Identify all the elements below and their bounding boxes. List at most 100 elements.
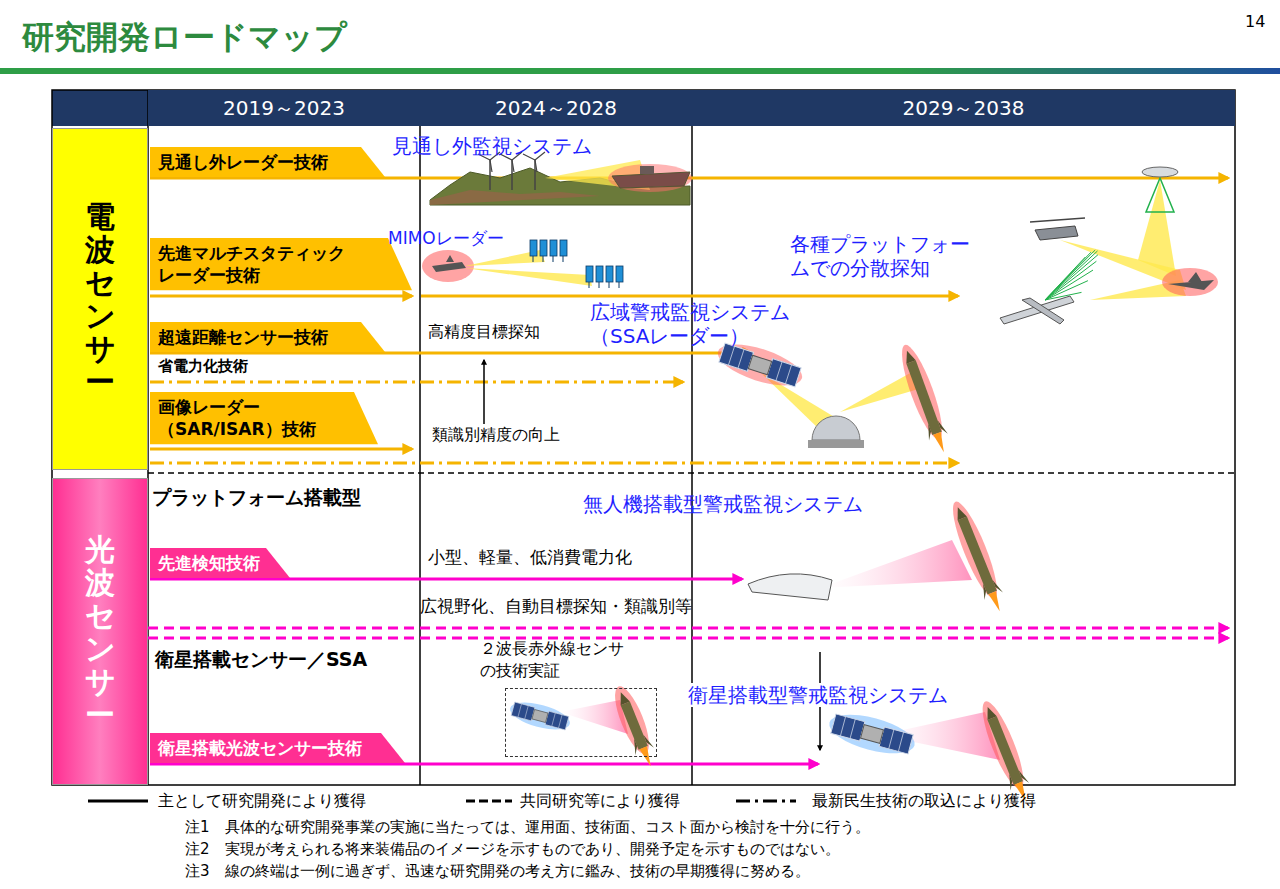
tab-outline (150, 733, 405, 763)
radar-array (586, 266, 593, 282)
period-label: 2019～2023 (223, 95, 345, 122)
drone (1142, 167, 1178, 177)
fighter (1168, 272, 1214, 290)
array-leg (599, 282, 600, 288)
tab-outline (150, 238, 412, 290)
radar-array (540, 240, 547, 256)
legend-text: 共同研究等により獲得 (520, 791, 680, 812)
roadmap-arrow (421, 295, 958, 298)
tab-outline (150, 392, 378, 444)
technology-label: 先進マルチスタティック レーダー技術 (158, 242, 358, 286)
panel-grid (738, 349, 744, 368)
missile (608, 683, 661, 771)
technology-tab: 衛星搭載光波センサー技術 (150, 733, 405, 763)
fan-line (1045, 251, 1097, 300)
legend-line-sample (466, 800, 512, 803)
missile-glow (608, 683, 655, 758)
system-label: 広域警戒監視システム （SSAレーダー） (590, 300, 805, 348)
fan-line (1045, 252, 1091, 300)
missile-flame (640, 746, 655, 768)
annotation: 高精度目標探知 (428, 322, 540, 341)
technology-label: 画像レーダー （SAR/ISAR）技術 (158, 396, 318, 440)
panel-grid (728, 346, 734, 365)
pointer-arrow (483, 360, 485, 424)
technology-label: 先進検知技術 (158, 552, 260, 574)
array-leg (533, 256, 534, 262)
missile (945, 498, 1010, 616)
array-leg (619, 282, 620, 288)
system-label: 無人機搭載型警戒監視システム (583, 492, 863, 516)
sensor-beam (465, 268, 592, 286)
annotation: 類識別精度の向上 (432, 425, 560, 444)
solar-panel (511, 702, 535, 721)
system-label: 見通し外監視システム (392, 134, 592, 158)
legend-text: 主として研究開発により獲得 (158, 791, 366, 812)
satellite-glow (507, 697, 572, 735)
solar-panel (545, 711, 569, 730)
annotation: 広視野化、自動目標探知・類識別等 (420, 596, 692, 616)
table-frame (52, 90, 1235, 785)
roadmap-arrow (148, 627, 1228, 630)
panel-grid (889, 730, 894, 749)
category-band: 光波センサー (52, 478, 148, 785)
separator-line (148, 472, 1235, 474)
uav (1000, 296, 1074, 324)
target-glow (608, 164, 692, 192)
system-label: MIMOレーダー (388, 228, 504, 248)
page-title: 研究開発ロードマップ (22, 16, 347, 60)
array-leg (609, 282, 610, 288)
satellite-body (748, 355, 771, 374)
solar-panel (879, 727, 913, 754)
radar-array (606, 266, 613, 282)
solar-panel (831, 714, 865, 741)
technology-tab: 先進マルチスタティック レーダー技術 (150, 238, 412, 290)
column-line (691, 90, 693, 785)
missile-body (958, 517, 997, 595)
column-line (419, 90, 421, 785)
rotor (1030, 218, 1085, 222)
missile (895, 341, 955, 456)
satellite (825, 707, 918, 761)
satellite (507, 697, 572, 735)
category-band: 電波センサー (52, 128, 148, 470)
category-label: 光波センサー (85, 533, 115, 731)
annotation: 衛星搭載センサー／SSA (155, 648, 367, 671)
missile (975, 697, 1036, 805)
annotation: プラットフォーム搭載型 (152, 486, 361, 509)
array-leg (543, 256, 544, 262)
panel-grid (840, 717, 845, 736)
uav-wing (1022, 298, 1064, 324)
roadmap-arrow (150, 381, 683, 384)
panel-grid (558, 715, 562, 729)
legend-text: 最新民生技術の取込により獲得 (812, 791, 1036, 812)
missile-nose (616, 690, 630, 705)
array-leg (553, 256, 554, 262)
satellite-body (861, 725, 884, 744)
array-leg (563, 256, 564, 262)
period-label: 2029～2038 (903, 95, 1025, 122)
period-header: 2029～2038 (692, 90, 1235, 126)
terrain (430, 190, 600, 205)
footnote: 注2 実現が考えられる将来装備品のイメージを示すものであり、開発予定を示すもので… (185, 840, 840, 858)
period-header: 2019～2023 (148, 90, 420, 126)
radar-dome (812, 416, 860, 440)
technology-label: 衛星搭載光波センサー技術 (158, 737, 375, 759)
tab-outline (150, 147, 385, 177)
fan-line (1045, 250, 1095, 300)
missile-fin (924, 419, 948, 441)
array-leg (589, 282, 590, 288)
missile-flame (933, 432, 947, 454)
radar-array (596, 266, 603, 282)
missile-body (906, 360, 941, 435)
roadmap-arrow (150, 295, 412, 298)
technology-label: ２波長赤外線センサの技術実証 (480, 638, 635, 681)
satellite-body (532, 709, 548, 722)
radar-array (560, 240, 567, 256)
radar-array (550, 240, 557, 256)
missile-nose (953, 505, 967, 520)
missile-fin (978, 578, 1003, 600)
panel-grid (850, 719, 855, 738)
panel-grid (518, 704, 522, 718)
radar-array (530, 240, 537, 256)
missile-glow (895, 341, 950, 442)
